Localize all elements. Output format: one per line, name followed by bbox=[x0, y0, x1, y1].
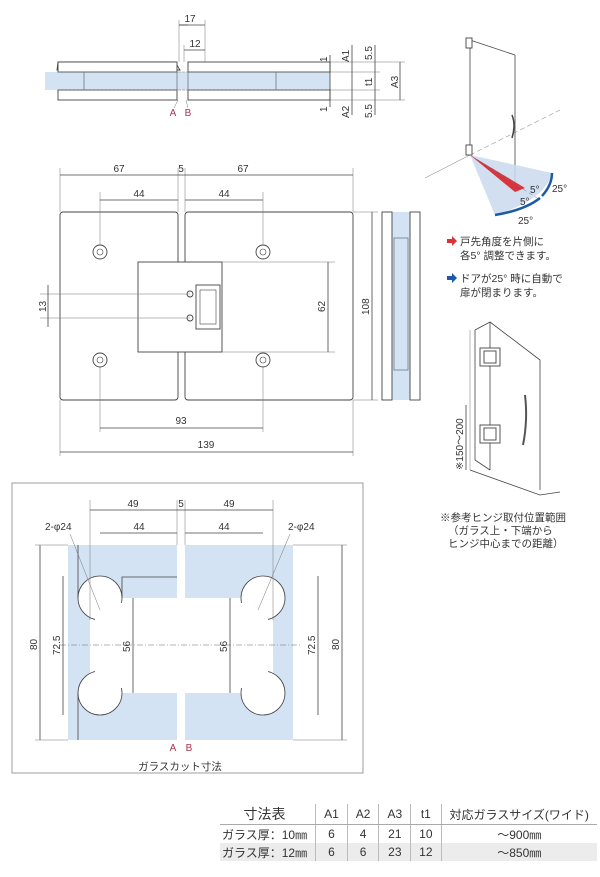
glass-cut-caption: ガラスカット寸法 bbox=[138, 760, 222, 773]
dim-5: 5 bbox=[178, 499, 184, 510]
dim-1-bottom: 1 bbox=[319, 106, 330, 112]
mount-note-line2: （ガラス上・下端から bbox=[448, 524, 553, 537]
cell-size: ～850㎜ bbox=[440, 843, 597, 861]
hole-label-right: 2-φ24 bbox=[288, 522, 315, 533]
a1-label: A1 bbox=[341, 49, 352, 62]
header-a2: A2 bbox=[346, 804, 379, 825]
header-glass-size: 対応ガラスサイズ(ワイド) bbox=[440, 804, 597, 825]
cell-a1: 6 bbox=[315, 843, 348, 861]
dim-44-right: 44 bbox=[218, 189, 230, 200]
blue-arrow-icon bbox=[447, 273, 457, 283]
side-view bbox=[381, 211, 421, 401]
hole-label-left: 2-φ24 bbox=[45, 522, 72, 533]
row-label: ガラス厚：10㎜ bbox=[222, 827, 308, 842]
label-a: A bbox=[170, 108, 177, 119]
row-label: ガラス厚：12㎜ bbox=[220, 843, 316, 861]
angle-5a: 5° bbox=[530, 185, 540, 196]
a3-label: A3 bbox=[390, 75, 401, 88]
label-b: B bbox=[185, 108, 192, 119]
dim-1-top: 1 bbox=[319, 56, 330, 62]
dim-62: 62 bbox=[317, 300, 328, 312]
dim-44-right: 44 bbox=[218, 522, 230, 533]
dim-139: 139 bbox=[198, 440, 215, 451]
range-label: ※150～200 bbox=[455, 418, 466, 470]
table-row: ガラス厚：12㎜ 6 6 23 12 ～850㎜ bbox=[220, 843, 597, 861]
cell-a2: 4 bbox=[346, 824, 379, 843]
note-blue-line1: ドアが25° 時に自動で bbox=[460, 272, 563, 285]
section-view: 17 12 A B 1 1 A1 A2 t1 A3 5.5 5.5 bbox=[45, 14, 405, 119]
header-a3: A3 bbox=[378, 804, 411, 825]
dim-17: 17 bbox=[184, 14, 196, 25]
dim-93: 93 bbox=[175, 416, 187, 427]
dim-72-5-left: 72.5 bbox=[52, 635, 63, 655]
dim-5-5-bottom: 5.5 bbox=[364, 104, 375, 118]
angle-25b: 25° bbox=[518, 216, 533, 227]
cell-a3: 23 bbox=[378, 843, 411, 861]
table-row: ガラス厚：10㎜ 6 4 21 10 ～900㎜ bbox=[220, 824, 597, 843]
note-red-line1: 戸先角度を片側に bbox=[460, 235, 544, 248]
dim-12: 12 bbox=[189, 39, 201, 50]
angle-diagram: 5° 5° 25° 25° 戸先角度を片側に 各5° 調整できます。 ドアが25… bbox=[424, 37, 567, 299]
header-a1: A1 bbox=[315, 804, 348, 825]
note-red-line2: 各5° 調整できます。 bbox=[460, 249, 556, 262]
dim-67-left: 67 bbox=[113, 164, 125, 175]
dimension-table: 寸法表 A1 A2 A3 t1 対応ガラスサイズ(ワイド) ガラス厚：10㎜ 6… bbox=[220, 804, 597, 861]
a2-label: A2 bbox=[341, 105, 352, 118]
dim-108: 108 bbox=[361, 298, 372, 315]
cell-a2: 6 bbox=[346, 843, 379, 861]
cell-a3: 21 bbox=[378, 824, 411, 843]
cell-size: ～900㎜ bbox=[440, 824, 597, 843]
dim-80-right: 80 bbox=[331, 638, 342, 650]
dim-5-5-top: 5.5 bbox=[364, 46, 375, 60]
header-t1: t1 bbox=[410, 804, 442, 825]
label-a: A bbox=[170, 743, 177, 754]
red-wedge bbox=[470, 155, 525, 192]
front-view: 67 5 67 44 44 13 62 108 93 139 bbox=[38, 164, 378, 456]
note-blue-line2: 扉が閉まります。 bbox=[460, 286, 543, 299]
dim-44-left: 44 bbox=[133, 189, 145, 200]
dim-56-left: 56 bbox=[122, 640, 133, 652]
cell-a1: 6 bbox=[315, 824, 348, 843]
mount-diagram: ※150～200 ※参考ヒンジ取付位置範囲 （ガラス上・下端から ヒンジ中心まで… bbox=[440, 321, 566, 550]
glass-cut-diagram: 49 5 49 44 44 2-φ24 2-φ24 80 72.5 56 56 … bbox=[11, 482, 364, 774]
red-arrow-icon bbox=[447, 236, 457, 246]
dim-72-5-right: 72.5 bbox=[307, 635, 318, 655]
t1-label: t1 bbox=[364, 77, 375, 86]
cell-t1: 10 bbox=[410, 824, 442, 843]
dim-56-right: 56 bbox=[219, 640, 230, 652]
table-title: 寸法表 bbox=[220, 804, 316, 825]
dim-49-left: 49 bbox=[127, 499, 139, 510]
dim-49-right: 49 bbox=[223, 499, 235, 510]
mount-note-line3: ヒンジ中心までの距離） bbox=[448, 537, 564, 550]
dim-80-left: 80 bbox=[29, 638, 40, 650]
dim-67-right: 67 bbox=[237, 164, 249, 175]
dim-44-left: 44 bbox=[133, 522, 145, 533]
mount-note-line1: ※参考ヒンジ取付位置範囲 bbox=[440, 511, 566, 524]
label-b: B bbox=[186, 743, 193, 754]
angle-5b: 5° bbox=[520, 197, 530, 208]
dim-5: 5 bbox=[178, 164, 184, 175]
angle-25a: 25° bbox=[552, 184, 567, 195]
dim-13: 13 bbox=[38, 300, 49, 312]
cell-t1: 12 bbox=[410, 843, 442, 861]
